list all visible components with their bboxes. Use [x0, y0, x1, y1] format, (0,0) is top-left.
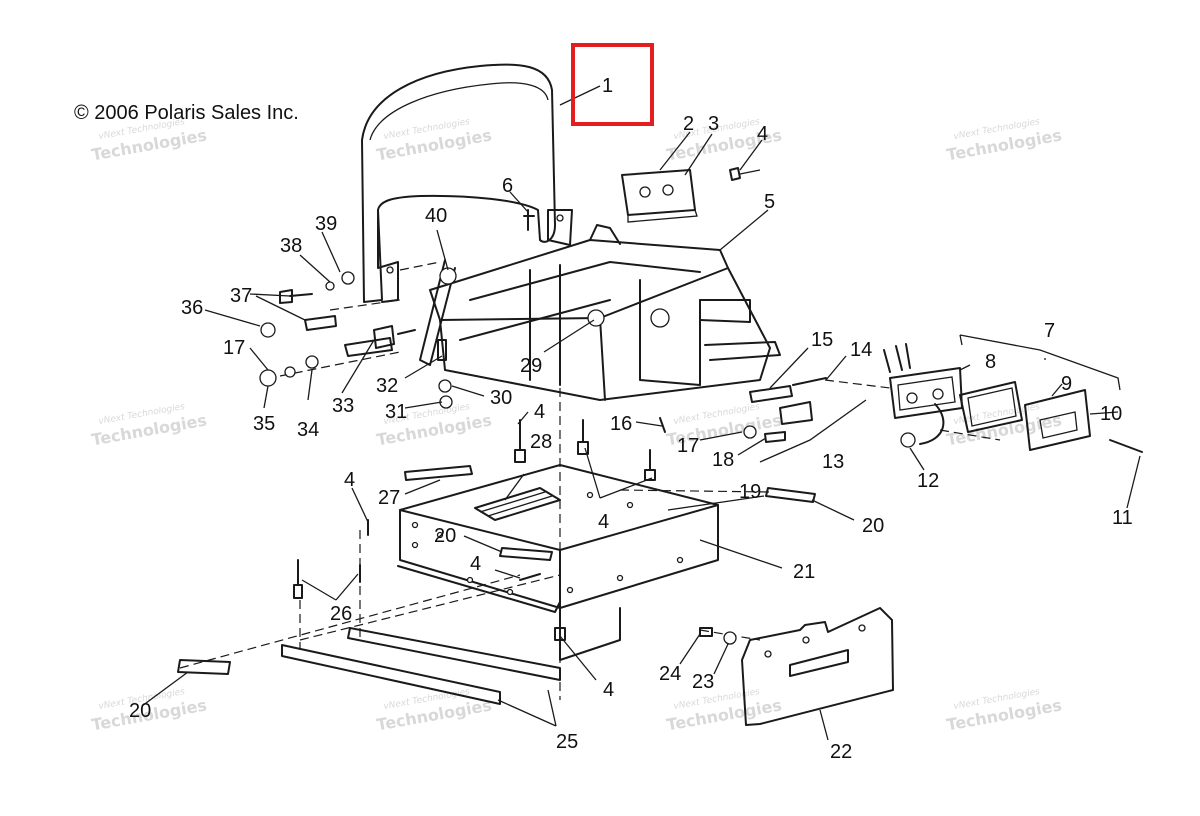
- callout-20: 20: [434, 525, 456, 547]
- callout-37: 37: [230, 285, 252, 307]
- callout-35: 35: [253, 413, 275, 435]
- callout-11: 11: [1112, 507, 1133, 529]
- callout-7: 7: [1044, 320, 1055, 342]
- copyright-notice: © 2006 Polaris Sales Inc.: [74, 102, 299, 124]
- leader-lines: [141, 85, 1141, 741]
- callout-2: 2: [683, 113, 694, 135]
- callout-10: 10: [1100, 403, 1122, 425]
- callout-31: 31: [385, 401, 407, 423]
- callout-38: 38: [280, 235, 302, 257]
- callout-4: 4: [598, 511, 609, 533]
- callout-26: 26: [330, 603, 352, 625]
- rails-part[interactable]: [177, 465, 816, 705]
- callout-18: 18: [712, 449, 734, 471]
- callout-4: 4: [470, 553, 481, 575]
- callout-4: 4: [757, 123, 768, 145]
- backrest-part[interactable]: [361, 63, 573, 303]
- callout-32: 32: [376, 375, 398, 397]
- highlight-box: [571, 43, 654, 126]
- callout-19: 19: [739, 481, 761, 503]
- callout-36: 36: [181, 297, 203, 319]
- callout-23: 23: [692, 671, 714, 693]
- callout-27: 27: [378, 487, 400, 509]
- callout-16: 16: [610, 413, 632, 435]
- storage-box-part[interactable]: [397, 464, 719, 661]
- callout-21: 21: [793, 561, 815, 583]
- hardware-13-group[interactable]: [659, 417, 786, 443]
- left-hardware[interactable]: [259, 271, 453, 409]
- callout-20: 20: [129, 700, 151, 722]
- callout-9: 9: [1061, 373, 1072, 395]
- callout-34: 34: [297, 419, 319, 441]
- callout-29: 29: [520, 355, 542, 377]
- callout-6: 6: [502, 175, 513, 197]
- callout-17: 17: [223, 337, 245, 359]
- callout-5: 5: [764, 191, 775, 213]
- callout-40: 40: [425, 205, 447, 227]
- fasteners[interactable]: [293, 209, 656, 641]
- callout-20: 20: [862, 515, 884, 537]
- callout-4: 4: [603, 679, 614, 701]
- callout-3: 3: [708, 113, 719, 135]
- callout-8: 8: [985, 351, 996, 373]
- callout-25: 25: [556, 731, 578, 753]
- mud-flap-part[interactable]: [699, 607, 894, 726]
- callout-14: 14: [850, 339, 872, 361]
- callout-13: 13: [822, 451, 844, 473]
- tail-light-parts[interactable]: [749, 343, 1143, 453]
- callout-12: 12: [917, 470, 939, 492]
- callout-17: 17: [677, 435, 699, 457]
- callout-4: 4: [534, 401, 545, 423]
- callout-39: 39: [315, 213, 337, 235]
- callout-30: 30: [490, 387, 512, 409]
- callout-33: 33: [332, 395, 354, 417]
- callout-28: 28: [530, 431, 552, 453]
- callout-labels: 1 2 3 4 5 6 7 8 9 10 11 12 13 14 15 16 1…: [129, 75, 1133, 763]
- rack-frame-part[interactable]: [419, 224, 781, 401]
- mount-plate-part[interactable]: [621, 167, 761, 223]
- callout-24: 24: [659, 663, 681, 685]
- callout-1: 1: [602, 75, 613, 97]
- callout-22: 22: [830, 741, 852, 763]
- callout-4: 4: [344, 469, 355, 491]
- watermarks: vNext Technologies Technologies vNext Te…: [90, 117, 1063, 735]
- callout-15: 15: [811, 329, 833, 351]
- assembly-lines: [179, 261, 1001, 700]
